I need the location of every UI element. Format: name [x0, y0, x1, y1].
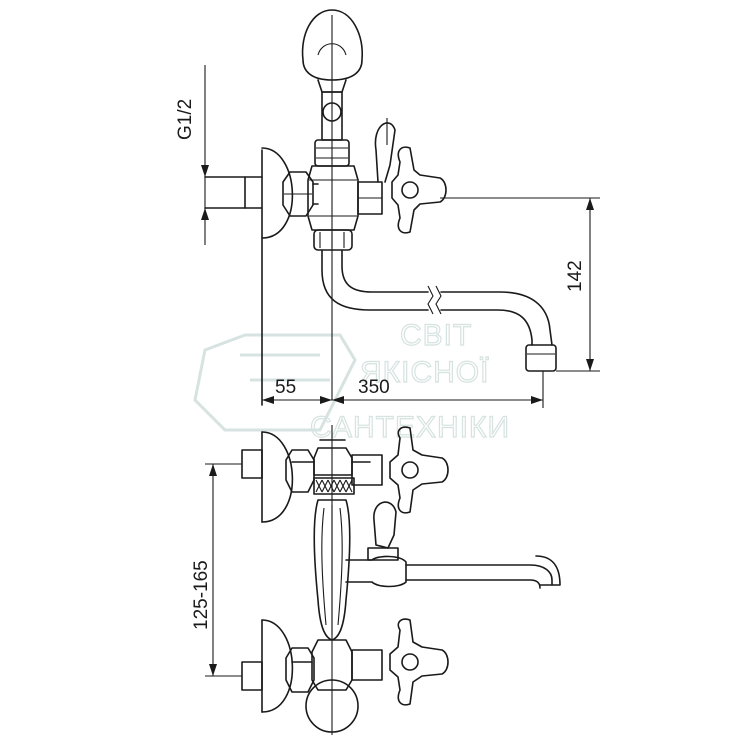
upper-inlet-end — [241, 449, 263, 479]
upper-valve-body — [313, 447, 353, 476]
upper-rosette — [261, 431, 294, 523]
hex-nut — [282, 171, 314, 217]
dimension-inlet-spacing: 125-165 — [191, 463, 242, 677]
front-spout-lower — [405, 579, 541, 589]
lower-inlet-end — [241, 661, 263, 691]
lower-rosette — [261, 619, 294, 713]
filter-mesh-pattern — [315, 479, 353, 493]
lower-cross-handle — [389, 618, 449, 706]
flute-3 — [337, 507, 343, 626]
thread-label: G1/2 — [175, 99, 196, 140]
offset-label: 55 — [275, 377, 296, 398]
upper-hex-nut — [285, 449, 315, 493]
aerator — [525, 344, 557, 372]
front-view — [241, 425, 561, 735]
upper-cross-hub — [401, 461, 419, 479]
inlet-pipe — [204, 176, 246, 209]
watermark: СВІТ ЯКІСНОЇ САНТЕХНІКИ — [193, 318, 510, 445]
upper-cross-handle — [389, 426, 449, 514]
stem-nut — [322, 102, 342, 122]
dimension-height: 142 — [440, 197, 600, 372]
cross-handle-hub — [401, 181, 419, 199]
height-arrow-bottom — [586, 359, 594, 371]
wall-rosette — [261, 147, 294, 239]
lower-hex-nut — [285, 647, 315, 693]
reach-label: 350 — [358, 377, 390, 398]
lower-diverter-knob — [305, 679, 359, 733]
upper-side-outlet — [351, 454, 383, 486]
lower-ring — [313, 229, 353, 251]
front-spout-hub — [345, 555, 407, 588]
cross-handle — [391, 146, 447, 234]
offset-arrow-left — [262, 396, 274, 404]
front-spout-tip — [535, 555, 561, 586]
spout-break-b — [435, 285, 442, 315]
valve-body — [307, 165, 359, 231]
front-spout-upper — [405, 564, 553, 586]
dimension-reach: 55 350 — [262, 371, 544, 408]
thread-arrow-top — [201, 165, 209, 177]
lower-cross-hub — [401, 653, 419, 671]
filter-mesh — [313, 477, 355, 495]
dimension-thread: G1/2 — [175, 65, 209, 245]
lower-side-outlet — [351, 649, 383, 681]
front-lever-base — [367, 547, 399, 561]
height-label: 142 — [565, 260, 586, 292]
watermark-logo-shape — [193, 333, 357, 432]
spout-break-a — [427, 285, 434, 315]
height-arrow-top — [586, 198, 594, 210]
spout-lower-a — [341, 249, 429, 293]
watermark-line-1: СВІТ — [400, 319, 472, 352]
spacing-arrow-top — [209, 464, 217, 476]
top-knob — [301, 9, 363, 81]
reach-arrow-left — [332, 396, 344, 404]
lever-handle-side — [374, 122, 396, 183]
watermark-line-2: ЯКІСНОЇ — [360, 356, 489, 389]
flute-1 — [321, 507, 327, 626]
thread-arrow-bottom — [201, 208, 209, 220]
side-view — [204, 9, 557, 406]
offset-arrow-right — [320, 396, 332, 404]
spout-upper-a — [321, 249, 429, 311]
reach-arrow-right — [531, 396, 543, 404]
spacing-label: 125-165 — [191, 560, 212, 630]
front-lever-handle — [373, 501, 397, 549]
spacing-arrow-bottom — [209, 664, 217, 676]
spout-upper-b — [440, 291, 553, 346]
spout-lower-b — [440, 309, 533, 346]
